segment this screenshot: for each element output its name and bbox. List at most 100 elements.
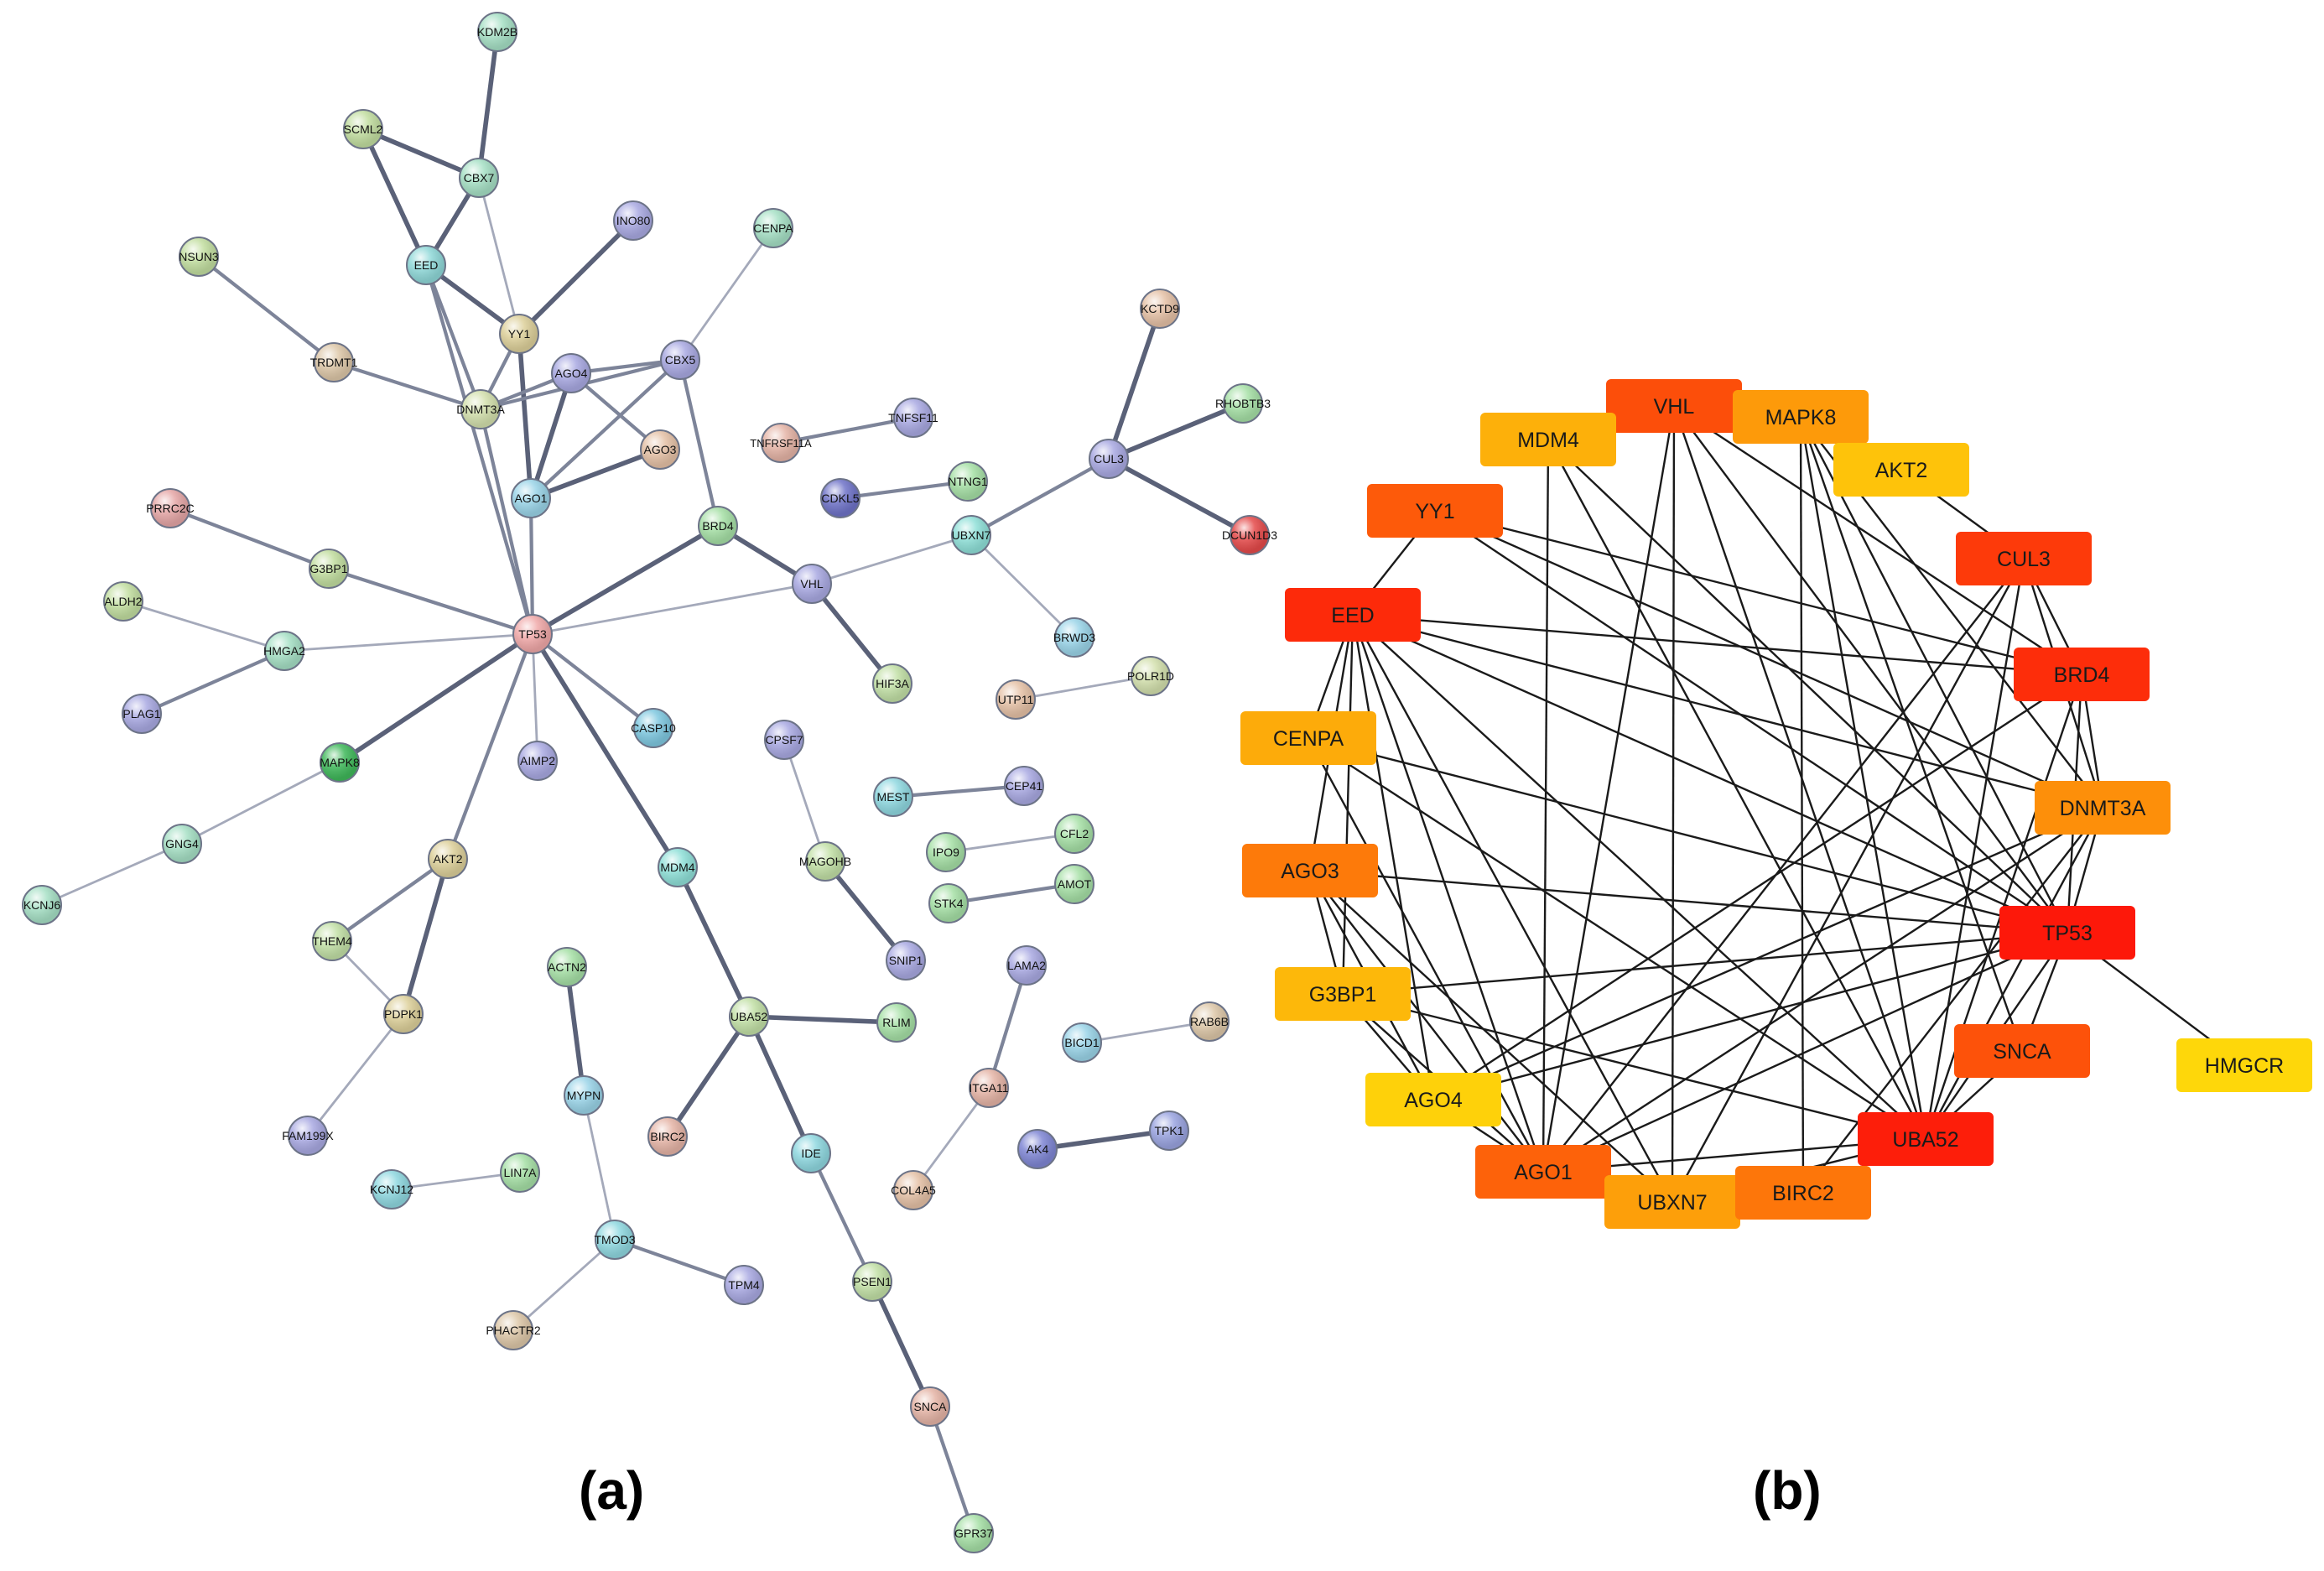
node-mypn[interactable]: MYPN: [564, 1075, 604, 1116]
node-magohb[interactable]: MAGOHB: [799, 841, 851, 882]
node-cpsf7[interactable]: CPSF7: [764, 720, 804, 760]
node-cul3[interactable]: CUL3: [1089, 439, 1129, 479]
node-psen1[interactable]: PSEN1: [852, 1261, 892, 1302]
node-ubxn7[interactable]: UBXN7: [1604, 1175, 1740, 1229]
node-phactr2[interactable]: PHACTR2: [486, 1310, 541, 1350]
node-tpm4[interactable]: TPM4: [724, 1265, 764, 1305]
node-aimp2[interactable]: AIMP2: [517, 741, 558, 781]
node-brd4[interactable]: BRD4: [698, 506, 738, 546]
node-ago1[interactable]: AGO1: [1475, 1145, 1611, 1199]
node-sheen: [23, 887, 60, 923]
node-hmga2[interactable]: HMGA2: [263, 631, 305, 671]
node-ago4[interactable]: AGO4: [551, 353, 591, 393]
node-cul3[interactable]: CUL3: [1956, 532, 2092, 585]
node-vhl[interactable]: VHL: [1606, 379, 1742, 433]
node-label: YY1: [1415, 500, 1454, 523]
node-ntng1[interactable]: NTNG1: [948, 461, 988, 502]
node-mdm4[interactable]: MDM4: [1480, 413, 1616, 466]
node-utp11[interactable]: UTP11: [996, 679, 1036, 720]
node-brwd3[interactable]: BRWD3: [1053, 617, 1096, 658]
node-g3bp1[interactable]: G3BP1: [309, 549, 349, 589]
node-tnfrsf11a[interactable]: TNFRSF11A: [750, 423, 812, 463]
node-cenpa[interactable]: CENPA: [1240, 711, 1376, 765]
node-polr1d[interactable]: POLR1D: [1127, 656, 1174, 696]
node-amot[interactable]: AMOT: [1054, 864, 1094, 904]
node-cfl2[interactable]: CFL2: [1054, 814, 1094, 854]
node-kdm2b[interactable]: KDM2B: [477, 12, 517, 52]
node-brd4[interactable]: BRD4: [2014, 648, 2150, 701]
node-cenpa[interactable]: CENPA: [753, 208, 793, 248]
node-ubxn7[interactable]: UBXN7: [951, 515, 991, 555]
node-kcnj12[interactable]: KCNJ12: [370, 1169, 413, 1209]
node-pdpk1[interactable]: PDPK1: [383, 994, 424, 1034]
node-aldh2[interactable]: ALDH2: [103, 581, 143, 622]
node-tp53[interactable]: TP53: [512, 614, 553, 654]
node-g3bp1[interactable]: G3BP1: [1275, 967, 1411, 1021]
node-casp10[interactable]: CASP10: [631, 708, 676, 748]
node-gng4[interactable]: GNG4: [162, 824, 202, 864]
node-them4[interactable]: THEM4: [312, 921, 352, 961]
node-rlim[interactable]: RLIM: [876, 1002, 917, 1043]
node-stk4[interactable]: STK4: [928, 883, 969, 923]
node-hmgcr[interactable]: HMGCR: [2176, 1038, 2312, 1092]
node-rhobtb3[interactable]: RHOBTB3: [1215, 383, 1271, 424]
node-yy1[interactable]: YY1: [499, 314, 539, 354]
node-tp53[interactable]: TP53: [1999, 906, 2135, 960]
node-label: KCNJ6: [23, 898, 61, 912]
node-uba52[interactable]: UBA52: [1858, 1112, 1994, 1166]
node-tnfsf11[interactable]: TNFSF11: [888, 398, 938, 438]
node-birc2[interactable]: BIRC2: [647, 1116, 688, 1157]
node-plag1[interactable]: PLAG1: [122, 694, 162, 734]
node-itga11[interactable]: ITGA11: [969, 1068, 1009, 1108]
node-dcun1d3[interactable]: DCUN1D3: [1222, 515, 1277, 555]
node-dnmt3a[interactable]: DNMT3A: [2035, 781, 2171, 835]
node-prrc2c[interactable]: PRRC2C: [146, 488, 195, 528]
node-lama2[interactable]: LAMA2: [1006, 945, 1047, 986]
node-cep41[interactable]: CEP41: [1004, 766, 1044, 806]
node-tmod3[interactable]: TMOD3: [595, 1220, 636, 1260]
node-dnmt3a[interactable]: DNMT3A: [456, 389, 505, 429]
node-sheen: [565, 1077, 602, 1114]
node-ipo9[interactable]: IPO9: [926, 832, 966, 872]
node-actn2[interactable]: ACTN2: [547, 947, 587, 987]
node-scml2[interactable]: SCML2: [343, 109, 383, 149]
node-mest[interactable]: MEST: [873, 777, 913, 817]
node-gpr37[interactable]: GPR37: [954, 1513, 994, 1553]
node-ide[interactable]: IDE: [791, 1133, 831, 1173]
node-ago1[interactable]: AGO1: [511, 478, 551, 518]
node-mapk8[interactable]: MAPK8: [1733, 390, 1869, 444]
node-kcnj6[interactable]: KCNJ6: [22, 885, 62, 925]
node-eed[interactable]: EED: [1285, 588, 1421, 642]
node-bicd1[interactable]: BICD1: [1062, 1022, 1102, 1063]
node-nsun3[interactable]: NSUN3: [179, 237, 219, 277]
node-akt2[interactable]: AKT2: [1833, 443, 1969, 497]
node-snca[interactable]: SNCA: [1954, 1024, 2090, 1078]
node-birc2[interactable]: BIRC2: [1735, 1166, 1871, 1220]
node-eed[interactable]: EED: [406, 245, 446, 285]
node-uba52[interactable]: UBA52: [729, 996, 769, 1037]
node-kctd9[interactable]: KCTD9: [1140, 289, 1180, 329]
node-ago3[interactable]: AGO3: [1242, 844, 1378, 897]
node-mapk8[interactable]: MAPK8: [320, 742, 360, 783]
node-snip1[interactable]: SNIP1: [886, 940, 926, 981]
node-trdmt1[interactable]: TRDMT1: [310, 342, 358, 382]
node-yy1[interactable]: YY1: [1367, 484, 1503, 538]
node-ago3[interactable]: AGO3: [640, 429, 680, 470]
node-akt2[interactable]: AKT2: [428, 839, 468, 879]
node-tpk1[interactable]: TPK1: [1149, 1111, 1189, 1151]
node-ago4[interactable]: AGO4: [1365, 1073, 1501, 1126]
node-rab6b[interactable]: RAB6B: [1189, 1001, 1230, 1042]
node-lin7a[interactable]: LIN7A: [500, 1152, 540, 1193]
node-cbx5[interactable]: CBX5: [660, 340, 700, 380]
node-cbx7[interactable]: CBX7: [459, 158, 499, 198]
node-ak4[interactable]: AK4: [1017, 1129, 1058, 1169]
node-vhl[interactable]: VHL: [792, 564, 832, 604]
node-ino80[interactable]: INO80: [613, 200, 653, 241]
node-snca[interactable]: SNCA: [910, 1386, 950, 1427]
node-mdm4[interactable]: MDM4: [658, 847, 698, 887]
node-col4a5[interactable]: COL4A5: [891, 1170, 936, 1210]
node-fam199x[interactable]: FAM199X: [282, 1116, 334, 1156]
node-cdkl5[interactable]: CDKL5: [820, 478, 860, 518]
node-sheen: [596, 1221, 633, 1258]
node-hif3a[interactable]: HIF3A: [872, 663, 912, 704]
